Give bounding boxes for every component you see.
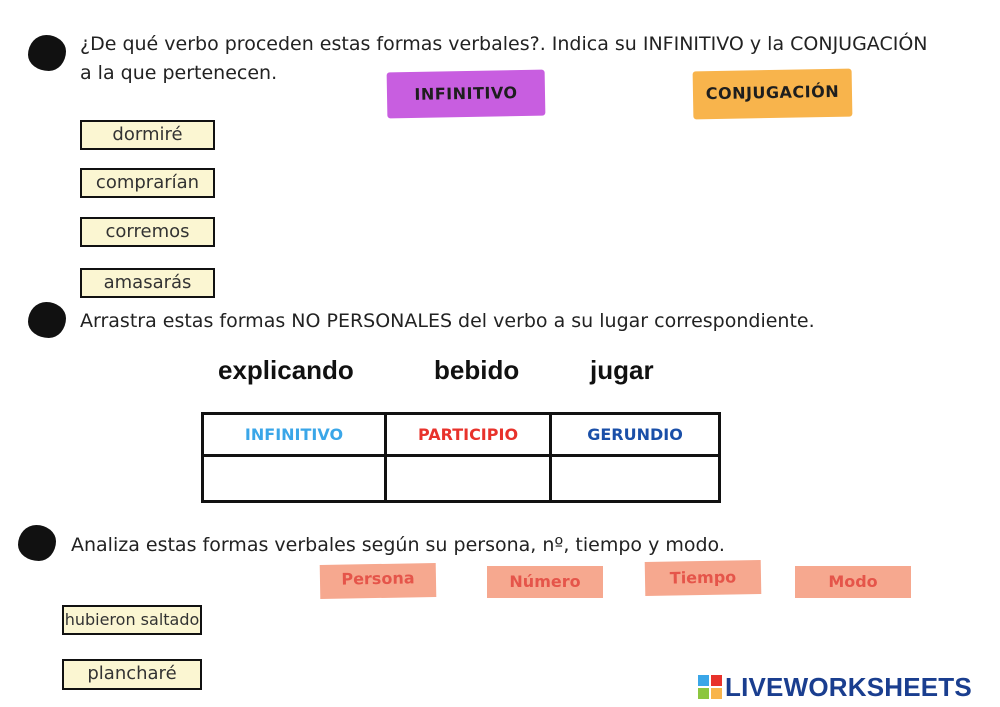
drop-zone-gerundio[interactable] — [549, 454, 721, 503]
bullet-2 — [28, 302, 66, 338]
question-1-line2: a la que pertenecen. — [80, 62, 278, 84]
drop-zone-participio[interactable] — [384, 454, 552, 503]
question-1-line1: ¿De qué verbo proceden estas formas verb… — [80, 33, 928, 55]
word-box-planchare[interactable]: plancharé — [62, 659, 202, 690]
non-personal-forms-table: INFINITIVO PARTICIPIO GERUNDIO — [201, 412, 721, 503]
bullet-1 — [28, 35, 66, 71]
liveworksheets-logo: LIVEWORKSHEETS — [698, 671, 972, 702]
label-modo: Modo — [795, 566, 911, 598]
word-box-dormire[interactable]: dormiré — [80, 120, 215, 150]
drop-zone-infinitivo[interactable] — [201, 454, 387, 503]
label-persona: Persona — [319, 562, 437, 600]
word-jugar[interactable]: jugar — [590, 355, 654, 385]
question-3: Analiza estas formas verbales según su p… — [71, 534, 725, 556]
bullet-3 — [18, 525, 56, 561]
liveworksheets-logo-text: LIVEWORKSHEETS — [725, 671, 972, 702]
word-box-hubieron-saltado[interactable]: hubieron saltado — [62, 605, 202, 635]
header-infinitivo: INFINITIVO — [201, 412, 387, 457]
infinitivo-header: INFINITIVO — [386, 69, 546, 119]
header-gerundio: GERUNDIO — [549, 412, 721, 457]
word-explicando[interactable]: explicando — [218, 355, 354, 385]
question-2: Arrastra estas formas NO PERSONALES del … — [80, 310, 815, 332]
header-participio: PARTICIPIO — [384, 412, 552, 457]
label-tiempo: Tiempo — [644, 559, 762, 597]
word-box-corremos[interactable]: corremos — [80, 217, 215, 247]
conjugacion-header: CONJUGACIÓN — [692, 68, 853, 120]
label-numero: Número — [487, 566, 603, 598]
word-bebido[interactable]: bebido — [434, 355, 520, 385]
liveworksheets-logo-icon — [698, 675, 722, 699]
word-box-comprarian[interactable]: comprarían — [80, 168, 215, 198]
word-box-amasaras[interactable]: amasarás — [80, 268, 215, 298]
